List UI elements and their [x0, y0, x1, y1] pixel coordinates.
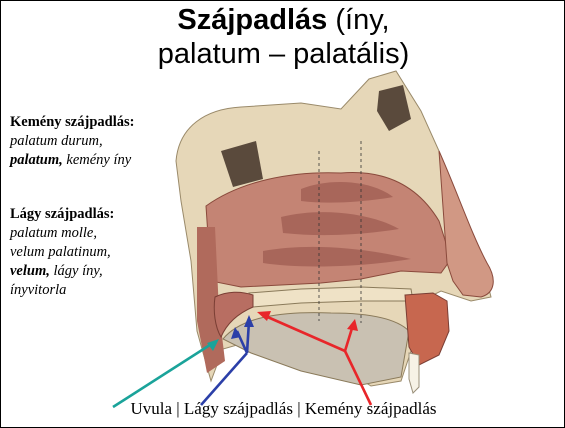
caption: Uvula | Lágy szájpadlás | Kemény szájpad… — [1, 399, 565, 419]
hard-palate-heading: Kemény szájpadlás: — [10, 113, 134, 132]
uvula-arrow — [113, 339, 219, 407]
soft-palate-heading: Lágy szájpadlás: — [10, 205, 114, 224]
soft-palate-line3-bold: velum, — [10, 263, 50, 279]
incisor-tooth — [409, 353, 419, 393]
soft-palate-line4: ínyvitorla — [10, 281, 114, 300]
hard-palate-line2-rest: kemény íny — [63, 152, 131, 168]
hard-palate-line2-bold: palatum, — [10, 152, 63, 168]
hard-palate-text: Kemény szájpadlás: palatum durum, palatu… — [10, 113, 134, 170]
soft-palate-text: Lágy szájpadlás: palatum molle, velum pa… — [10, 205, 114, 300]
soft-palate-line3-rest: lágy íny, — [50, 263, 103, 279]
hard-palate-line1: palatum durum, — [10, 132, 134, 151]
soft-palate-line1: palatum molle, — [10, 224, 114, 243]
hard-palate-line2: palatum, kemény íny — [10, 151, 134, 170]
soft-palate-line2: velum palatinum, — [10, 243, 114, 262]
soft-palate-line3: velum, lágy íny, — [10, 262, 114, 281]
